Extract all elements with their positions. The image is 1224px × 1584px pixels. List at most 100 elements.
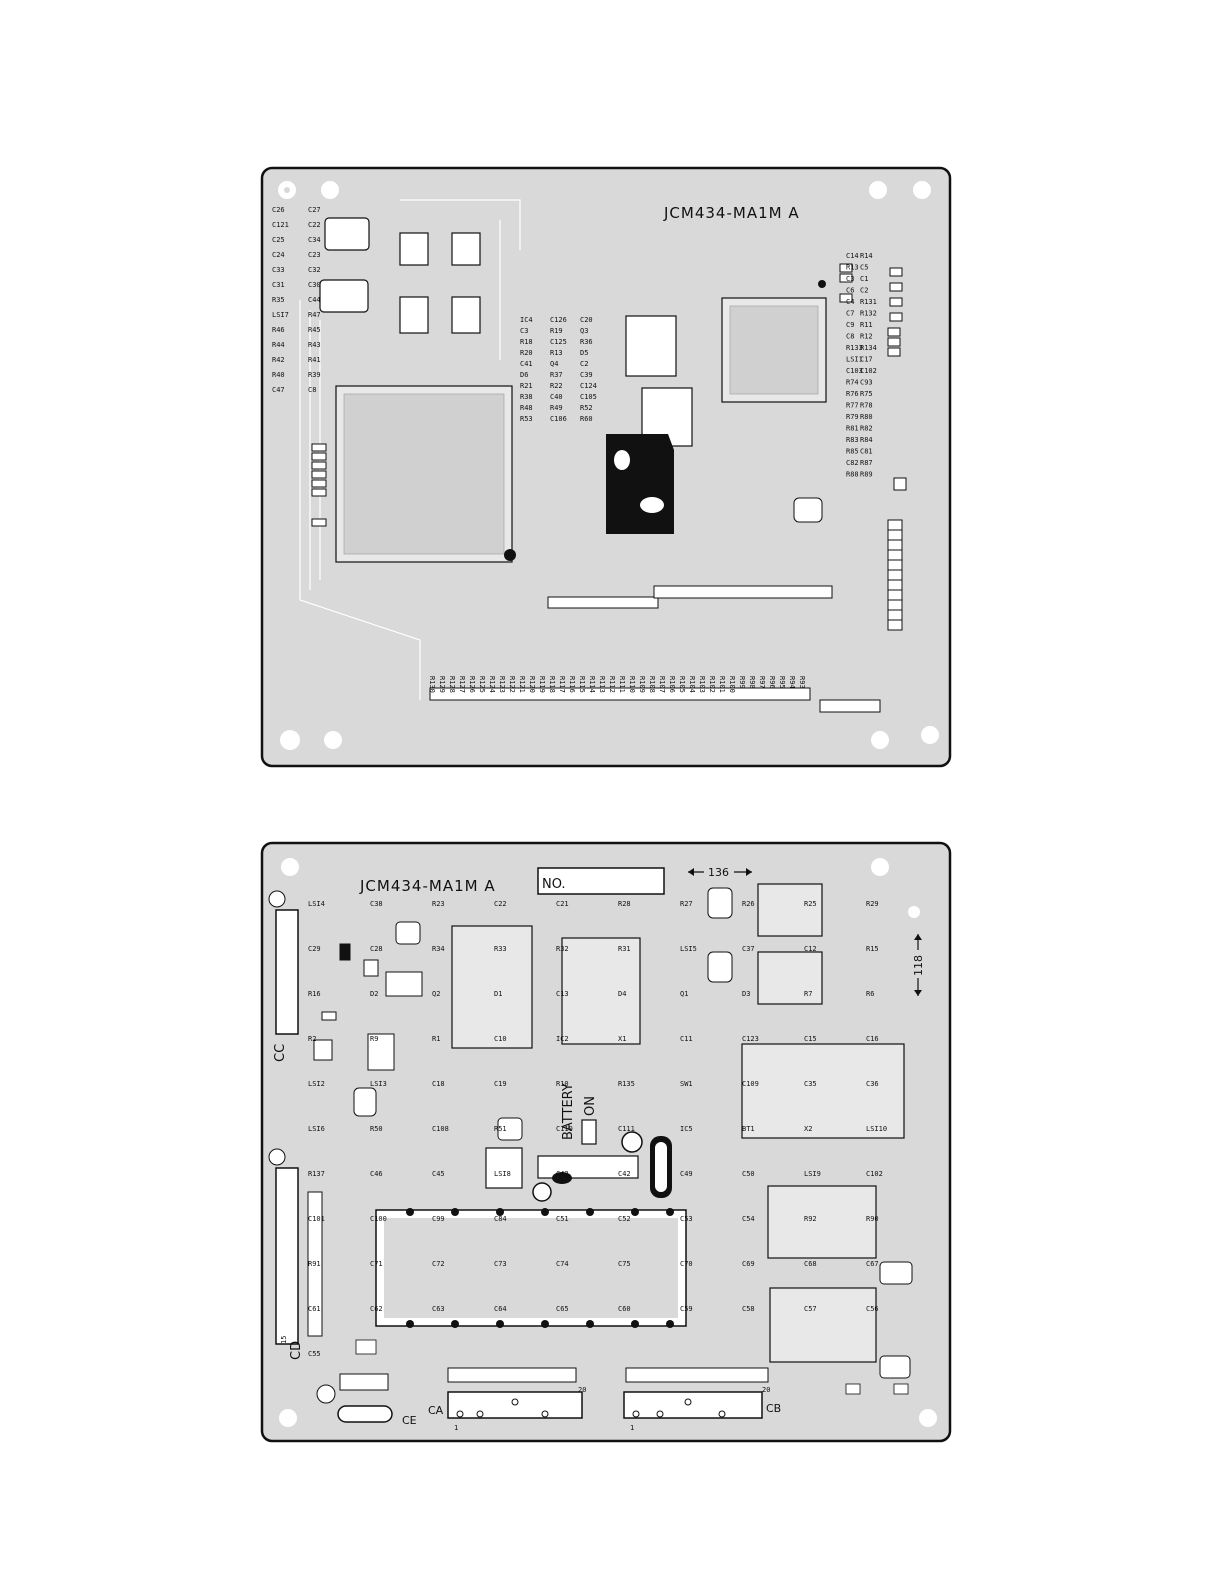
component-designator: C11 — [680, 1035, 693, 1043]
chip-lsi8 — [767, 1185, 913, 1285]
component-designator: R103 — [698, 676, 706, 693]
component-designator: R14 — [860, 252, 873, 260]
component-designator: R129 — [438, 676, 446, 693]
serial-number-label: NO. — [542, 877, 566, 892]
component-designator: C69 — [742, 1260, 755, 1268]
component-designator: R11 — [860, 321, 873, 329]
component-designator: C7 — [846, 310, 854, 318]
component-designator: C82 — [846, 459, 859, 467]
component-designator: R51 — [494, 1125, 507, 1133]
component-designator: R20 — [520, 349, 533, 357]
component-designator: C6 — [846, 287, 854, 295]
component-designator: C64 — [494, 1305, 507, 1313]
component-designator: C102 — [866, 1170, 883, 1178]
bottom-board-title: JCM434-MA1M A — [359, 877, 496, 895]
component-designator: C106 — [550, 415, 567, 423]
component-designator: R2 — [308, 1035, 316, 1043]
component-designator: C109 — [742, 1080, 759, 1088]
component-designator: C5 — [860, 264, 868, 272]
component-designator: C65 — [556, 1305, 569, 1313]
component-designator: R114 — [588, 676, 596, 693]
component-designator: R128 — [448, 676, 456, 693]
component-designator: LSI10 — [866, 1125, 887, 1133]
component-designator: C22 — [308, 221, 321, 229]
connector-ce: CE — [316, 1373, 417, 1427]
component-designator: BT1 — [742, 1125, 755, 1133]
chip-lsi1 — [721, 280, 827, 403]
component-designator: R102 — [708, 676, 716, 693]
component-designator: R37 — [550, 371, 563, 379]
chip-lsi6 — [741, 1043, 905, 1139]
component-designator: R12 — [860, 333, 873, 341]
component-designator: R93 — [798, 676, 806, 689]
resistor-row-middle — [547, 585, 833, 609]
chip-ic3 — [625, 315, 693, 447]
component-designator: LSI8 — [494, 1170, 511, 1178]
component-designator: C2 — [860, 287, 868, 295]
chip-ic5 — [485, 1117, 523, 1189]
component-designator: C49 — [680, 1170, 693, 1178]
component-designator: R6 — [866, 990, 874, 998]
component-designator: R123 — [498, 676, 506, 693]
component-designator: LSI6 — [308, 1125, 325, 1133]
top-board: JCM434-MA1M A — [260, 166, 952, 768]
component-designator: C68 — [804, 1260, 817, 1268]
component-designator: R13 — [550, 349, 563, 357]
component-designator: R52 — [580, 404, 593, 412]
component-designator: D4 — [618, 990, 626, 998]
dimension-118: 118 — [910, 934, 926, 996]
component-designator: R95 — [778, 676, 786, 689]
component-designator: LSI4 — [308, 900, 325, 908]
component-designator: R25 — [804, 900, 817, 908]
component-designator: C20 — [580, 316, 593, 324]
component-designator: C47 — [272, 386, 285, 394]
component-designator: C75 — [618, 1260, 631, 1268]
component-designator: R80 — [860, 413, 873, 421]
component-designator: R121 — [518, 676, 526, 693]
component-designator: C108 — [432, 1125, 449, 1133]
component-designator: C43 — [556, 1170, 569, 1178]
component-designator: R107 — [658, 676, 666, 693]
component-designator: R31 — [618, 945, 631, 953]
component-designator: R50 — [370, 1125, 383, 1133]
component-designator: R21 — [520, 382, 533, 390]
component-designator: X1 — [618, 1035, 626, 1043]
component-designator: C37 — [742, 945, 755, 953]
component-designator: C10 — [494, 1035, 507, 1043]
resistor-row-bottom — [429, 687, 811, 701]
component-designator: C60 — [618, 1305, 631, 1313]
battery-label: BATTERY — [561, 1083, 576, 1140]
component-designator: R96 — [768, 676, 776, 689]
component-designator: C8 — [846, 333, 854, 341]
component-designator: R16 — [308, 990, 321, 998]
component-designator: R74 — [846, 379, 859, 387]
resistor-stack-r42-r47 — [311, 443, 327, 527]
component-designator: R94 — [788, 676, 796, 689]
dimension-136: 136 — [688, 864, 752, 879]
component-designator: C59 — [680, 1305, 693, 1313]
component-designator: C16 — [866, 1035, 879, 1043]
connector-cd: CD 15 — [268, 1148, 323, 1360]
capacitor-row-bottom — [355, 1339, 909, 1395]
component-designator: C53 — [680, 1215, 693, 1223]
component-designator: LSI7 — [272, 311, 289, 319]
component-designator: D6 — [520, 371, 528, 379]
component-designator: R127 — [458, 676, 466, 693]
component-designator: LSI5 — [680, 945, 697, 953]
component-designator: C58 — [742, 1305, 755, 1313]
component-designator: R90 — [866, 1215, 879, 1223]
component-designator: R34 — [432, 945, 445, 953]
component-designator: C32 — [308, 266, 321, 274]
component-designator: R98 — [748, 676, 756, 689]
component-designator: C72 — [432, 1260, 445, 1268]
component-designator: IC2 — [556, 1035, 569, 1043]
component-designator: C62 — [370, 1305, 383, 1313]
connector-cc-label: CC — [273, 1044, 288, 1062]
component-designator: C17 — [860, 356, 873, 364]
component-designator: R47 — [308, 311, 321, 319]
component-designator: C50 — [742, 1170, 755, 1178]
component-designator: C40 — [550, 393, 563, 401]
component-designator: C31 — [272, 281, 285, 289]
component-designator: C30 — [308, 281, 321, 289]
